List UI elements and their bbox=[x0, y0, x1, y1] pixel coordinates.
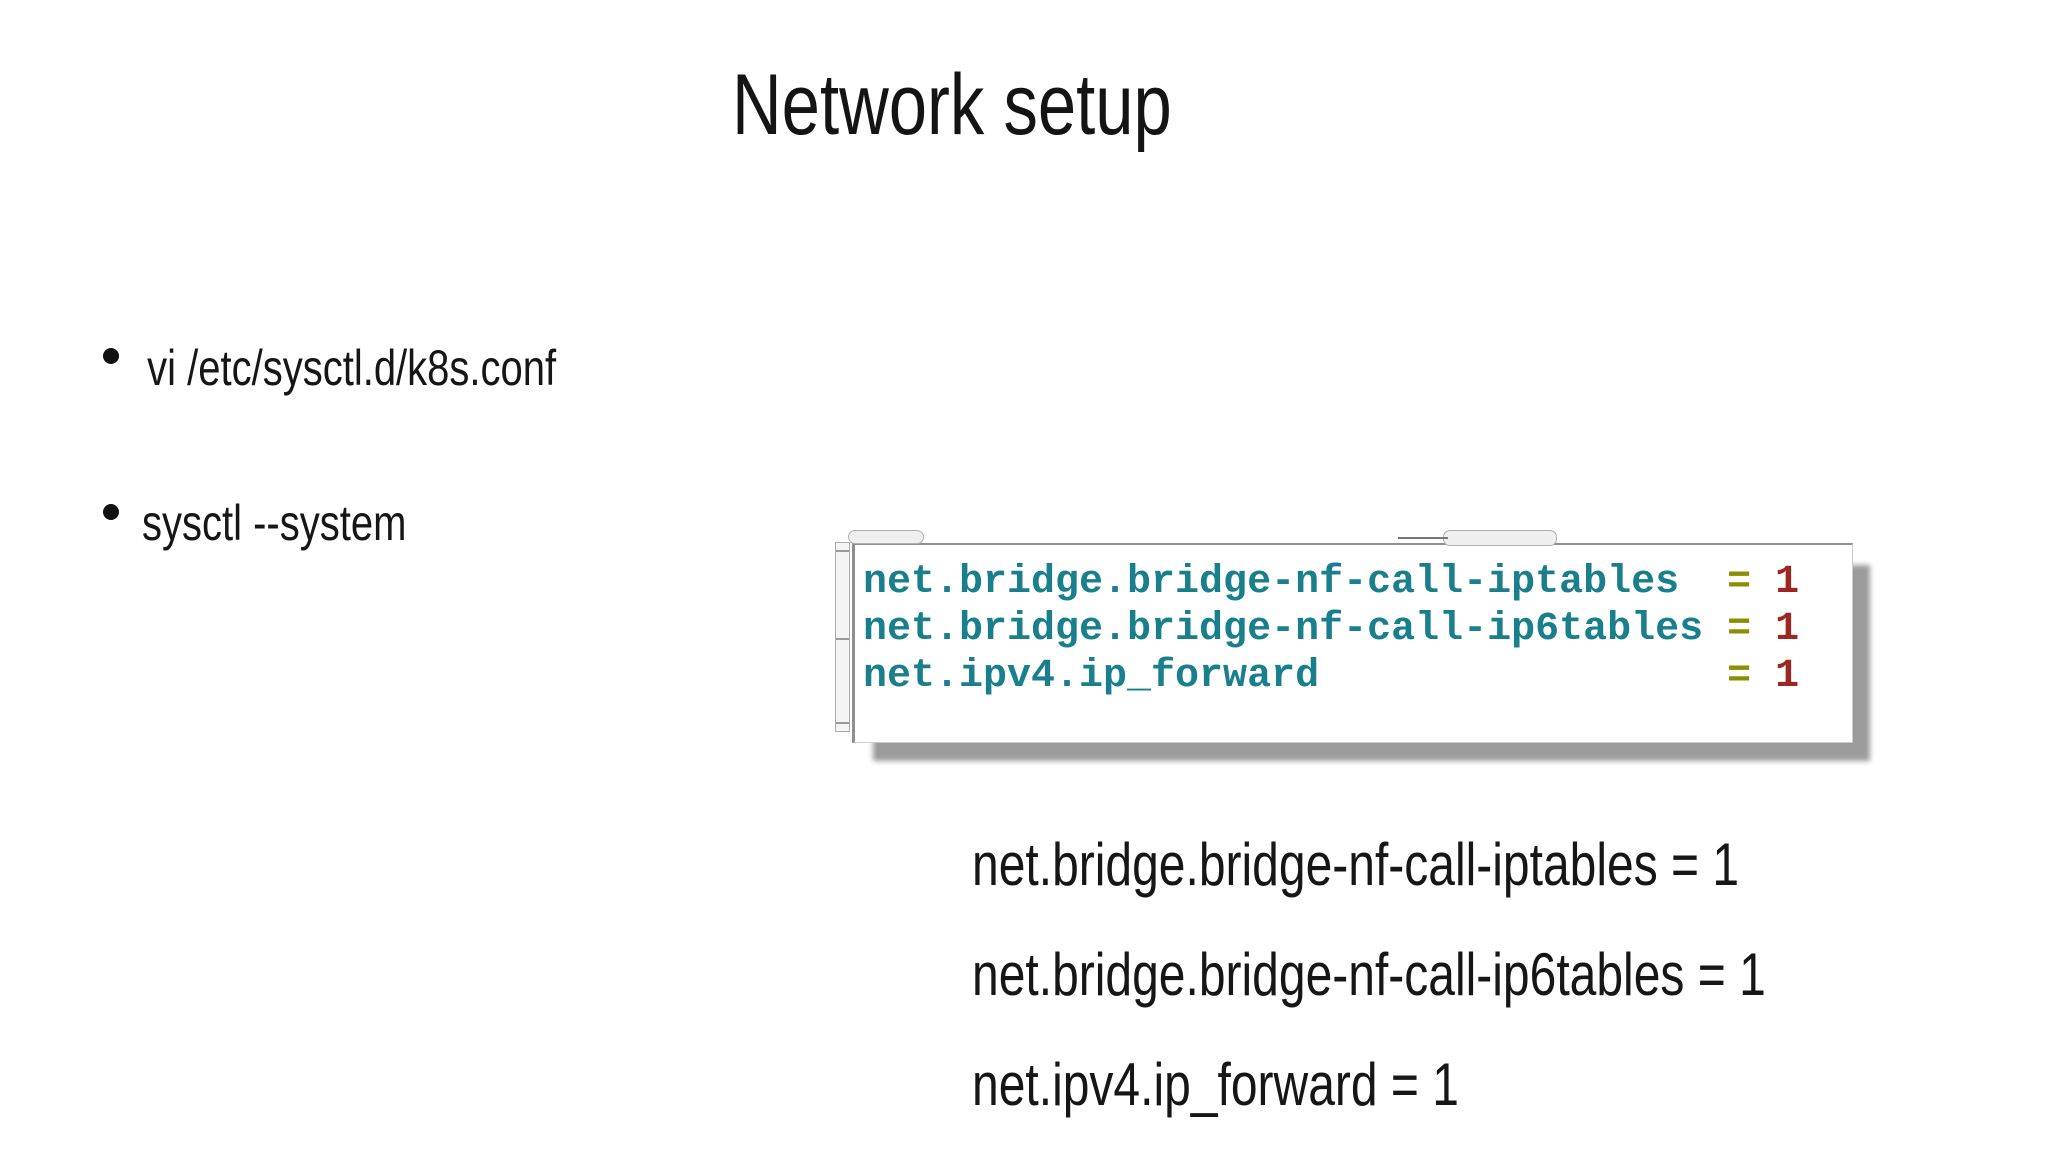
terminal-line: net.ipv4.ip_forward = 1 bbox=[863, 653, 1852, 700]
sysctl-text-line: net.bridge.bridge-nf-call-ip6tables = 1 bbox=[972, 941, 1766, 1008]
bullet-dot bbox=[103, 348, 119, 364]
sysctl-key: net.ipv4.ip_forward bbox=[863, 654, 1320, 699]
equals-sign: = bbox=[1727, 654, 1752, 699]
sysctl-value: 1 bbox=[1775, 607, 1800, 652]
equals-sign: = bbox=[1727, 607, 1752, 652]
sysctl-value: 1 bbox=[1775, 654, 1800, 699]
page-title: Network setup bbox=[732, 57, 1172, 153]
scrollbar-tick bbox=[836, 550, 849, 552]
sysctl-text-block: net.bridge.bridge-nf-call-iptables = 1 n… bbox=[972, 792, 1766, 1140]
terminal-line: net.bridge.bridge-nf-call-iptables = 1 bbox=[863, 559, 1852, 606]
equals-sign: = bbox=[1727, 560, 1752, 605]
bullet-dot bbox=[103, 504, 119, 520]
scrollbar-tick bbox=[836, 722, 849, 724]
sysctl-text-line: net.ipv4.ip_forward = 1 bbox=[972, 1051, 1459, 1118]
scrollbar-thumb bbox=[1443, 530, 1557, 546]
sysctl-value: 1 bbox=[1775, 560, 1800, 605]
terminal-line: net.bridge.bridge-nf-call-ip6tables = 1 bbox=[863, 606, 1852, 653]
bullet-item-sysctl-system: sysctl --system bbox=[142, 495, 407, 551]
scrollbar-thumb bbox=[848, 530, 924, 544]
sysctl-key: net.bridge.bridge-nf-call-ip6tables bbox=[863, 607, 1704, 652]
bullet-item-vi-sysctl-conf: vi /etc/sysctl.d/k8s.conf bbox=[136, 340, 557, 396]
terminal-screenshot: net.bridge.bridge-nf-call-iptables = 1 net… bbox=[852, 543, 1853, 743]
sysctl-key: net.bridge.bridge-nf-call-iptables bbox=[863, 560, 1680, 605]
terminal-scrollbar-track bbox=[835, 542, 850, 732]
scrollbar-line bbox=[1398, 537, 1448, 539]
sysctl-text-line: net.bridge.bridge-nf-call-iptables = 1 bbox=[972, 831, 1740, 898]
scrollbar-tick bbox=[836, 638, 849, 640]
